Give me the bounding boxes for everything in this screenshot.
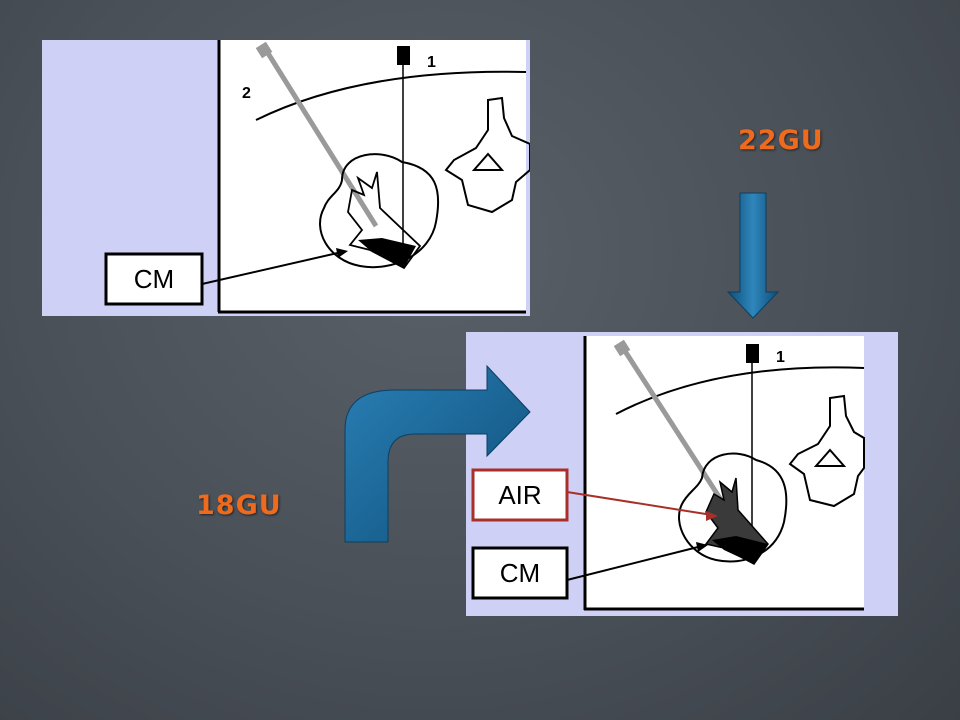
vertebra-outline (444, 96, 530, 214)
needle-2-label: 2 (242, 85, 251, 102)
callout-air-label: AIR (498, 480, 541, 510)
callout-air-pointer (566, 491, 713, 516)
needle-2-shaft (263, 48, 379, 228)
callout-cm-box (104, 252, 204, 306)
bent-arrow-icon (344, 364, 531, 543)
needle-2-hub (613, 339, 631, 357)
skin-line (615, 366, 865, 415)
contrast-medium (712, 536, 768, 564)
diagram-panel-after: 1 AIR CM (466, 332, 898, 616)
needle-1-label: 1 (776, 349, 785, 366)
needle-1-label: 1 (427, 54, 436, 71)
needle-1-hub (746, 344, 759, 363)
callout-cm-box (471, 546, 569, 600)
diagram-panel-before: 1 2 CM (42, 40, 530, 316)
kidney-outline (678, 452, 788, 563)
callout-air-box (471, 468, 569, 522)
diagram-after-svg: 1 AIR CM (471, 336, 865, 611)
callout-cm-arrowhead (336, 248, 348, 258)
needle-1-hub (397, 46, 410, 65)
vertebral-canal (471, 152, 505, 171)
vertebral-canal (813, 448, 847, 467)
callout-cm-pointer (566, 545, 703, 581)
needle-2-hub (255, 41, 273, 59)
callout-cm-arrowhead (696, 542, 708, 552)
label-22gu: 22GU (738, 125, 824, 156)
vertebra-outline (788, 394, 865, 508)
needle-2-shaft (620, 346, 737, 522)
callout-cm-label: CM (134, 264, 174, 294)
diagram-before-svg: 1 2 CM (104, 40, 530, 314)
contrast-medium (358, 238, 416, 268)
down-arrow-icon (726, 192, 780, 319)
callout-air-arrowhead (706, 511, 718, 521)
collecting-system-outline (347, 171, 422, 270)
callout-cm-pointer (201, 251, 343, 285)
skin-line (255, 70, 527, 121)
callout-cm-label: CM (500, 558, 540, 588)
label-18gu: 18GU (196, 490, 282, 521)
